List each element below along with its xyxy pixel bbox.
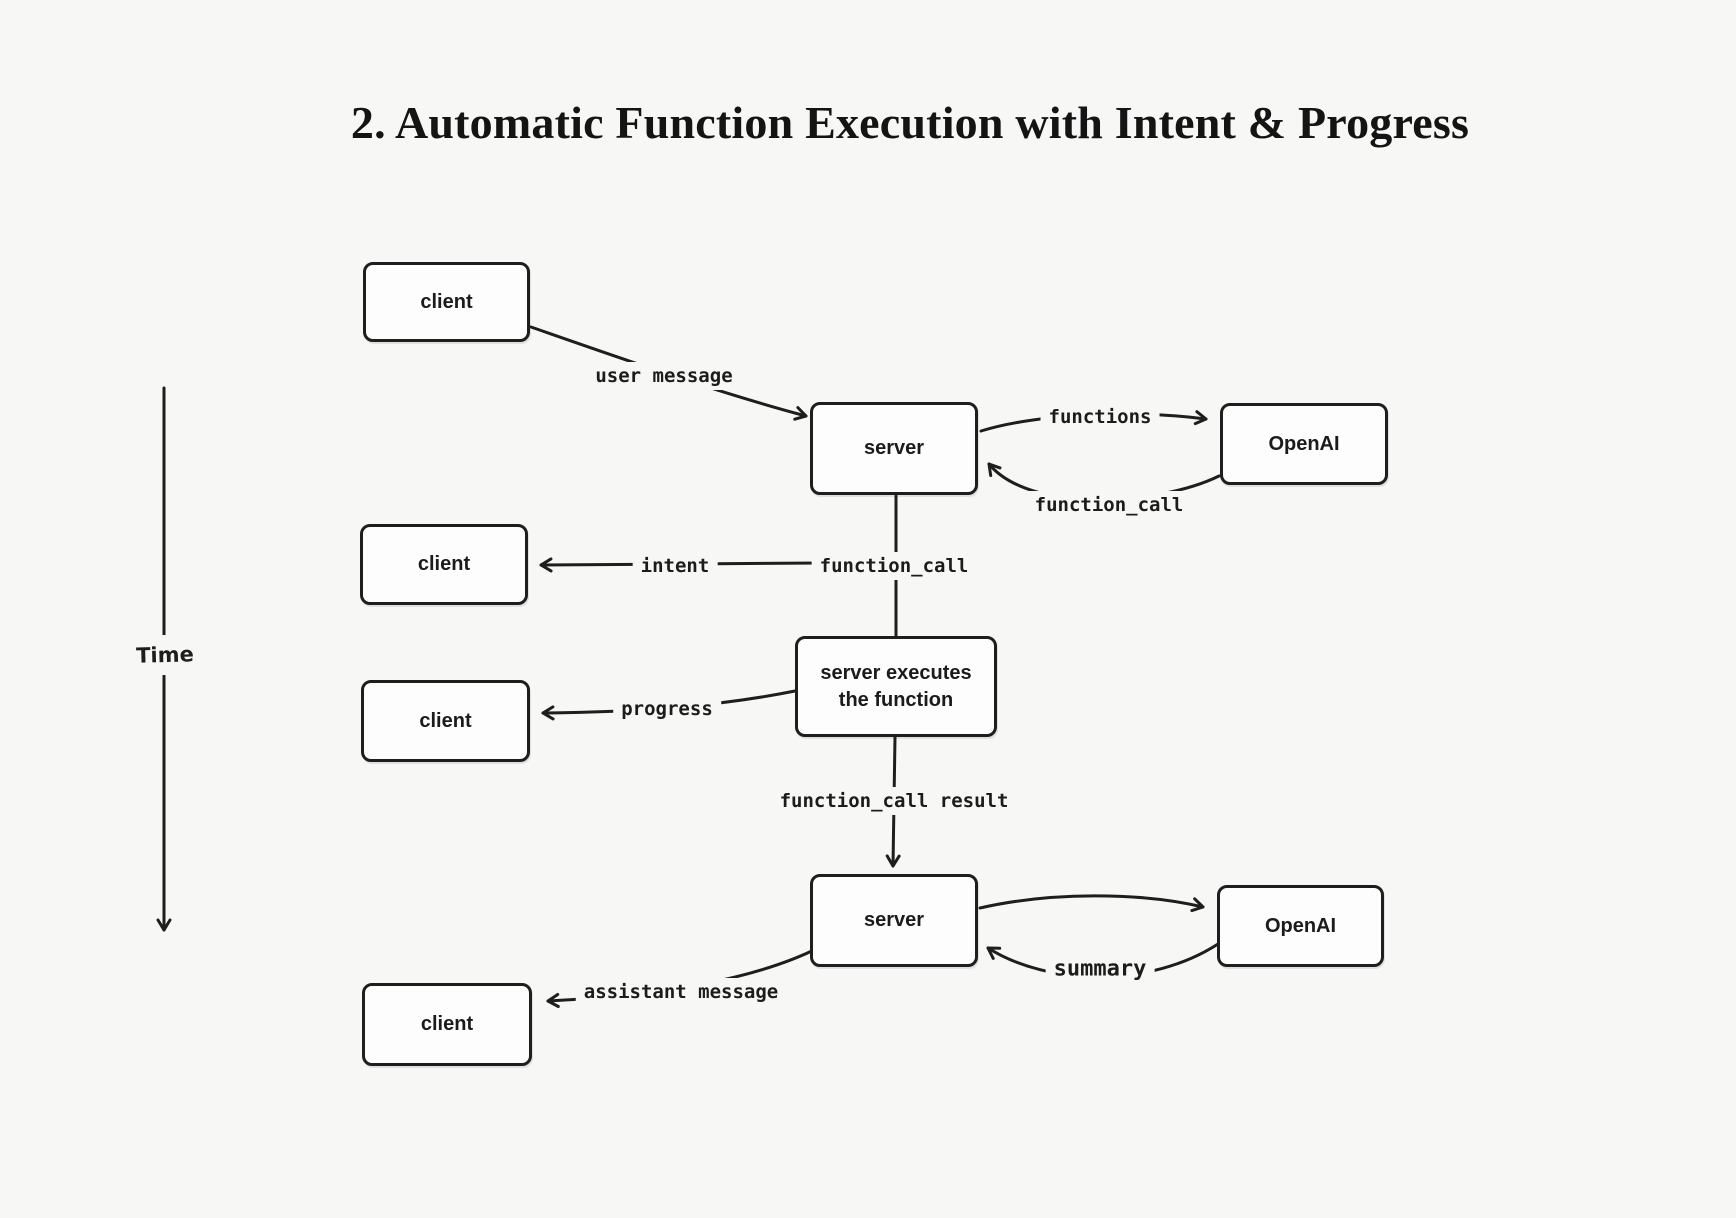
arrow-summary-request (978, 894, 1205, 913)
edge-label-progress: progress (613, 695, 721, 723)
node-server-2: server (810, 874, 978, 967)
edge-label-function-call: function_call (811, 552, 977, 580)
edge-label-functions: functions (1040, 403, 1160, 431)
edge-label-function-call-return: function_call (1026, 491, 1192, 519)
node-client-1: client (363, 262, 530, 342)
time-axis-label: Time (129, 634, 201, 676)
node-server-executes-function: server executes the function (795, 636, 997, 737)
edge-label-function-call-result: function_call result (771, 787, 1017, 815)
node-client-3: client (361, 680, 530, 762)
diagram-title: 2. Automatic Function Execution with Int… (350, 97, 1470, 148)
node-client-2: client (360, 524, 528, 605)
node-openai-1: OpenAI (1220, 403, 1388, 485)
edge-label-assistant-message: assistant message (575, 978, 787, 1006)
node-openai-2: OpenAI (1217, 885, 1384, 967)
node-client-4: client (362, 983, 532, 1066)
edge-label-user-message: user message (587, 362, 741, 390)
edge-label-intent: intent (632, 552, 718, 580)
node-server-1: server (810, 402, 978, 495)
edge-label-summary: summary (1045, 953, 1155, 985)
